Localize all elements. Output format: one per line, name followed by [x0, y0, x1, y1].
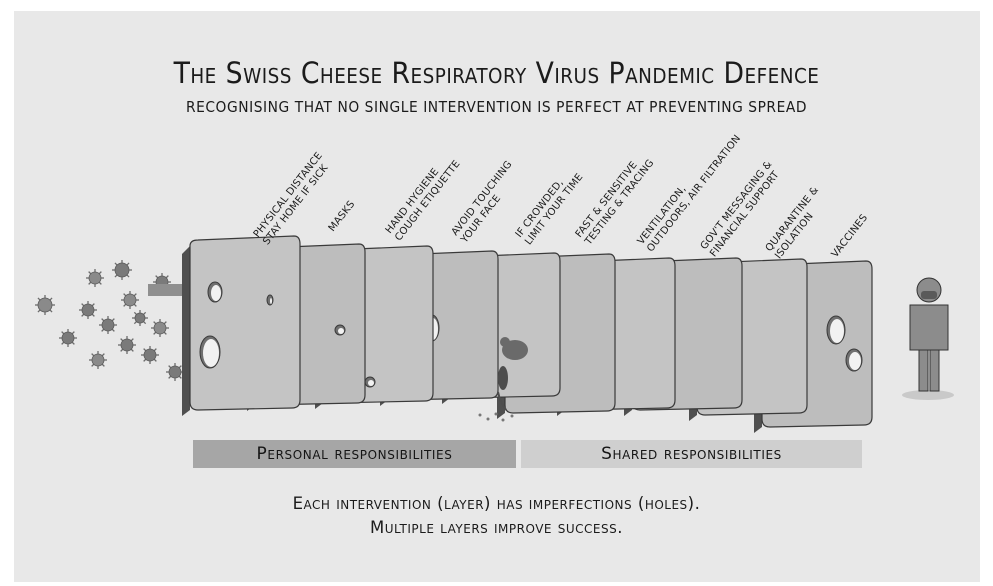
- virus-icon: [35, 295, 55, 315]
- cheese-hole: [267, 295, 273, 305]
- layer-label-1: Physical distanceStay home if sick: [252, 150, 335, 247]
- cheese-slice: [182, 236, 300, 416]
- virus-icon: [99, 316, 117, 334]
- virus-icon: [166, 363, 184, 381]
- footer-line-1: Each intervention (layer) has imperfecti…: [0, 494, 993, 513]
- layer-label-9: Quarantine &isolation: [764, 185, 831, 262]
- virus-icon: [141, 346, 159, 364]
- layer-label-10: Vaccines: [830, 212, 870, 259]
- virus-icon: [121, 291, 139, 309]
- virus-icon: [89, 351, 107, 369]
- shared-responsibilities-bar: Shared responsibilities: [521, 440, 862, 468]
- person-icon: [902, 278, 954, 400]
- virus-icon: [86, 269, 104, 287]
- layer-label-2: Masks: [327, 199, 358, 234]
- virus-icon: [112, 260, 132, 280]
- virus-icon: [151, 319, 169, 337]
- virus-icon: [132, 310, 148, 326]
- virus-icon: [79, 301, 97, 319]
- personal-responsibilities-bar: Personal responsibilities: [193, 440, 516, 468]
- footer-line-2: Multiple layers improve success.: [0, 518, 993, 537]
- virus-icon: [59, 329, 77, 347]
- virus-icon: [118, 336, 136, 354]
- cheese-slices: [182, 236, 872, 433]
